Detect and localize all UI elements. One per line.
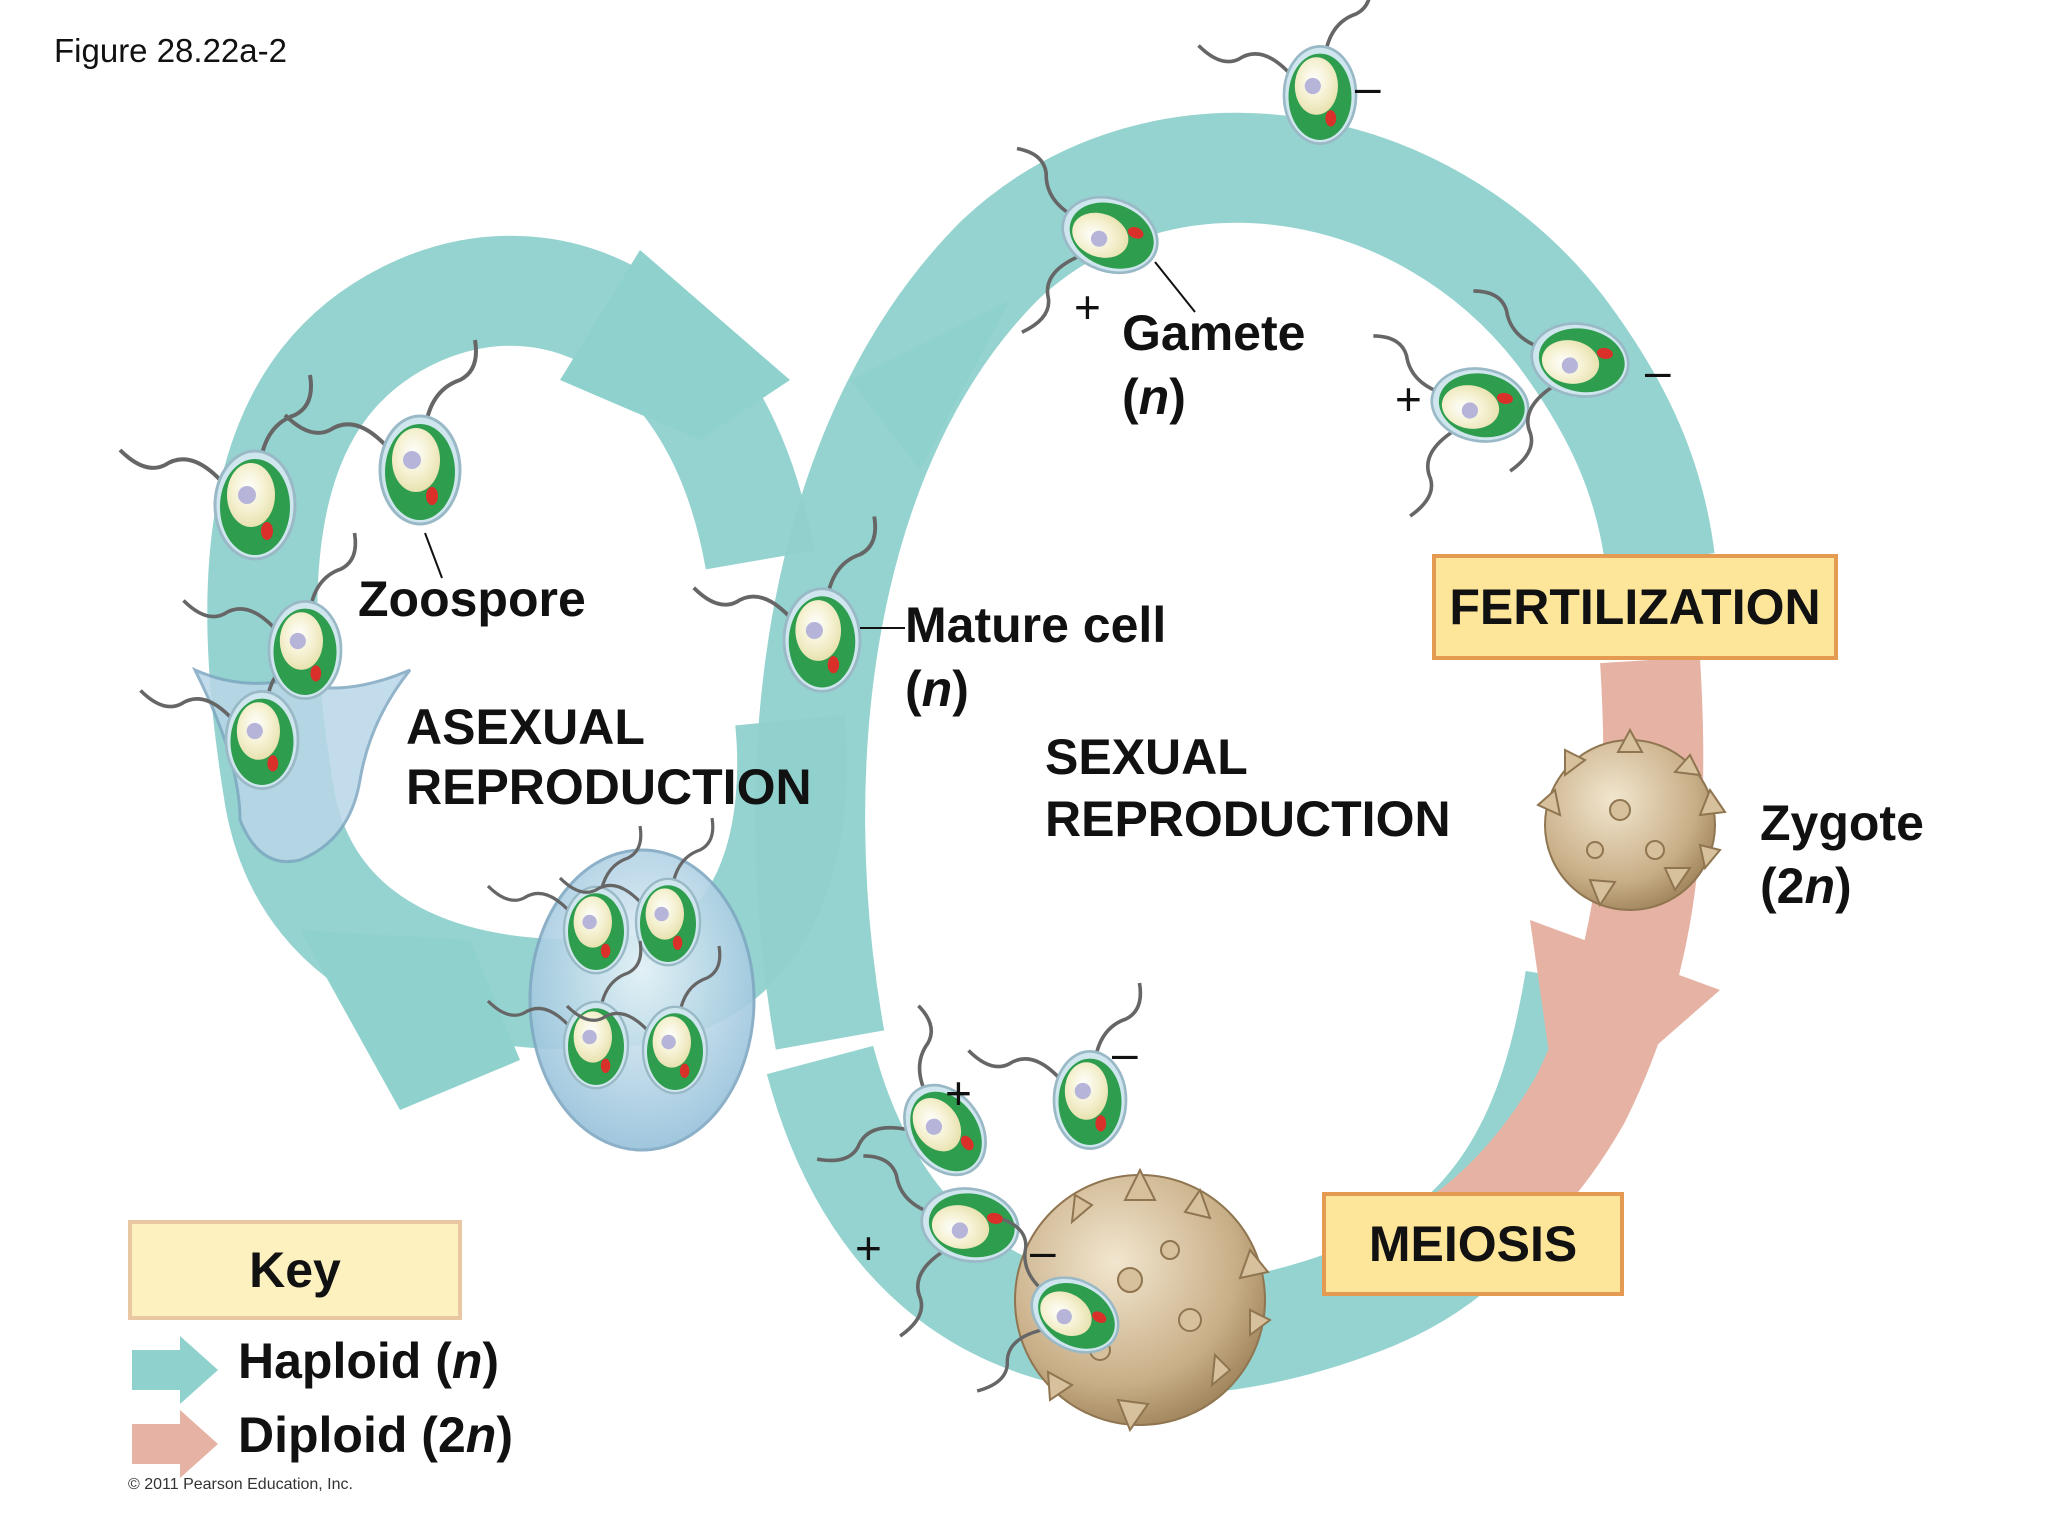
plus-sign-gamete: + (1074, 281, 1101, 333)
key-diploid-n: n (465, 1407, 497, 1463)
asexual-arrowhead-bottom (300, 930, 520, 1110)
zygote-cell (1536, 727, 1727, 911)
minus-sign-fusion: – (1645, 345, 1671, 397)
key-haploid-label: Haploid (n) (238, 1330, 499, 1392)
key-haploid-text: Haploid ( (238, 1333, 452, 1389)
germinating-zygote (1014, 1167, 1272, 1433)
asexual-label-line2: REPRODUCTION (406, 759, 812, 815)
plus-sign-meiosis-1: + (945, 1067, 972, 1119)
key-diploid-arrow (132, 1410, 218, 1478)
mature-cell-n: n (921, 661, 953, 717)
gamete-ploidy: (n) (1122, 369, 1186, 425)
mature-cell-ploidy: (n) (905, 661, 969, 717)
asexual-arrowhead-top (560, 250, 790, 440)
sexual-label-line2: REPRODUCTION (1045, 791, 1451, 847)
key-diploid-text: Diploid (2 (238, 1407, 466, 1463)
sexual-label-line1: SEXUAL (1045, 729, 1248, 785)
asexual-label-line1: ASEXUAL (406, 699, 645, 755)
zoospore-leader (424, 532, 443, 579)
gamete-n: n (1138, 369, 1170, 425)
key-title-box: Key (128, 1220, 462, 1320)
chlamydomonas-cell (1341, 333, 1539, 535)
figure-label: Figure 28.22a-2 (54, 32, 287, 69)
fertilization-box: FERTILIZATION (1432, 554, 1838, 660)
zygote-2: 2 (1776, 858, 1805, 914)
zygote-label: Zygote (1760, 795, 1924, 851)
zygote-n: n (1804, 858, 1836, 914)
diploid-arrowhead (1530, 920, 1720, 1130)
gamete-label: Gamete (1122, 305, 1306, 361)
key-haploid-close: ) (482, 1333, 500, 1389)
gamete-leader (1154, 261, 1196, 313)
key-diploid-close: ) (496, 1407, 513, 1463)
minus-sign-top: – (1355, 61, 1381, 113)
zoospore-label: Zoospore (358, 571, 586, 627)
minus-sign-meiosis-2: – (1030, 1225, 1056, 1277)
key-haploid-arrow (132, 1336, 218, 1404)
key-haploid-n: n (451, 1333, 483, 1389)
meiosis-box: MEIOSIS (1322, 1192, 1624, 1296)
mature-cell-label: Mature cell (905, 597, 1167, 653)
plus-sign-meiosis-2: + (855, 1222, 882, 1274)
zygote-ploidy: (2n) (1760, 858, 1852, 914)
minus-sign-meiosis-1: – (1112, 1027, 1138, 1079)
copyright-notice: © 2011 Pearson Education, Inc. (128, 1476, 353, 1493)
plus-sign-fusion: + (1395, 373, 1422, 425)
sexual-arrowhead (850, 300, 1010, 470)
key-diploid-label: Diploid (2n) (238, 1404, 513, 1466)
